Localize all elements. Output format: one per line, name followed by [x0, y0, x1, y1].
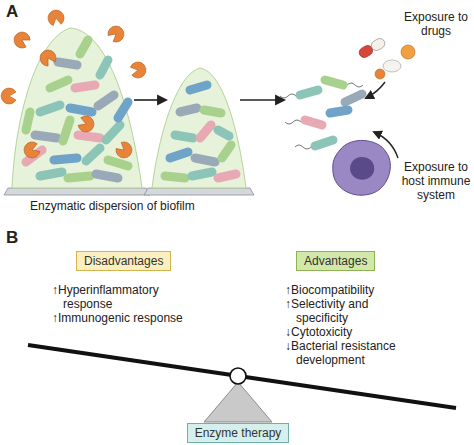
enzyme — [37, 47, 58, 68]
enzyme — [11, 29, 32, 50]
enzyme — [130, 61, 147, 79]
enzyme — [77, 114, 97, 134]
bacterium — [50, 80, 68, 88]
tablet — [383, 60, 401, 72]
bacterium — [40, 105, 60, 112]
bacterium — [68, 176, 90, 178]
list-item: ↑Immunogenic response — [52, 311, 213, 325]
enzyme — [47, 9, 65, 26]
bacterium — [165, 176, 185, 178]
bacterium — [40, 172, 62, 176]
process-caption: Enzymatic dispersion of biofilm — [30, 199, 250, 213]
biofilm-matrix — [152, 68, 246, 188]
bacterium — [108, 160, 128, 166]
cell-nucleus — [350, 157, 374, 180]
capsule-half — [370, 37, 387, 53]
category-box: Disadvantages — [76, 251, 171, 271]
process-arrow — [240, 99, 284, 101]
bacterium — [218, 174, 236, 178]
bacterium — [78, 135, 100, 138]
flagellum — [280, 94, 296, 98]
flagellum — [295, 145, 311, 149]
capsule — [357, 37, 386, 60]
bacterium — [190, 85, 207, 90]
bacterium — [70, 108, 92, 112]
enzyme — [105, 23, 127, 45]
surface-plate — [4, 188, 150, 195]
process-arrow — [134, 99, 166, 101]
bacterium — [118, 102, 128, 118]
bacterium — [180, 108, 197, 112]
list-item: ↑Biocompatibility — [285, 283, 406, 297]
bacterium — [345, 94, 362, 102]
tablet — [375, 69, 385, 79]
bacterium — [325, 80, 343, 85]
list-item: ↓Bacterial resistance development — [285, 339, 406, 367]
bacterium — [75, 85, 95, 88]
enzyme-group — [1, 9, 147, 161]
bacterium — [26, 112, 30, 130]
bacterium — [200, 125, 211, 138]
bacterium — [300, 90, 318, 95]
bacterium — [330, 110, 348, 113]
bacteria-cluster — [165, 85, 236, 178]
category-box: Advantages — [296, 251, 375, 271]
bacterium — [192, 172, 212, 176]
bacterium — [170, 152, 188, 158]
list-item: ↑Hyperinflammatory response — [52, 283, 188, 311]
panel-letter: A — [6, 2, 26, 22]
tablet — [401, 45, 415, 59]
enzyme — [22, 140, 42, 160]
bacterium — [96, 174, 118, 178]
list-item: ↓Cytotoxicity — [285, 325, 406, 339]
bacterium — [58, 62, 77, 65]
title-box: Enzyme therapy — [187, 423, 290, 443]
bacterium — [305, 120, 322, 125]
list-item: ↑Selectivity and specificity — [285, 297, 406, 325]
bacterium — [100, 60, 108, 75]
bacterium — [80, 40, 88, 54]
fulcrum-triangle — [204, 382, 272, 422]
box-text: Advantages — [304, 254, 367, 268]
box-text: Disadvantages — [84, 254, 163, 268]
exposure-label: Exposure to host immune system — [400, 160, 472, 202]
bacterium — [63, 120, 70, 141]
exposure-arrow — [374, 132, 398, 158]
bacterium — [54, 158, 77, 160]
pivot-circle — [230, 368, 246, 384]
biofilm-matrix — [12, 28, 142, 188]
bacterium — [35, 135, 57, 138]
exposure-arrow — [366, 82, 385, 98]
immune-cell — [333, 140, 391, 195]
exposure-label: Exposure to drugs — [400, 10, 472, 38]
cell-body — [333, 140, 391, 195]
bacterium — [218, 130, 229, 136]
box-text: Enzyme therapy — [195, 426, 282, 440]
bacterium — [222, 145, 231, 158]
enzyme — [113, 139, 135, 161]
bacterium — [98, 95, 114, 106]
bacterium — [86, 148, 100, 161]
flagellum — [347, 83, 363, 87]
bacterium — [106, 125, 120, 140]
bacterium — [175, 135, 193, 138]
bacterium — [315, 140, 333, 146]
dispersed-bacteria — [280, 80, 363, 149]
bacterium — [195, 158, 215, 162]
flagellum — [285, 120, 301, 124]
panel-letter: B — [6, 228, 26, 248]
surface-plate — [144, 188, 254, 195]
enzyme — [1, 88, 16, 104]
bacteria-cluster — [26, 40, 128, 178]
bacterium — [204, 110, 221, 113]
drug-pills — [357, 37, 415, 79]
